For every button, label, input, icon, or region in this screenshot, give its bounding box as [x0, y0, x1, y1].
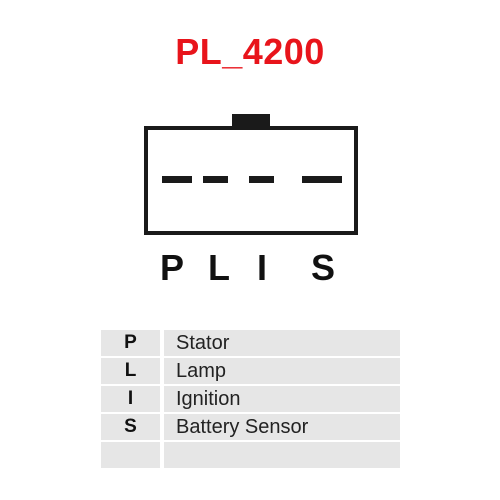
table-row: I Ignition [101, 386, 400, 412]
pin-description: Ignition [164, 386, 400, 412]
pin-label-s: S [310, 247, 336, 288]
pin-code [101, 442, 160, 468]
pin-code: I [101, 386, 160, 412]
table-row: P Stator [101, 330, 400, 356]
pin-slot-i [249, 176, 274, 183]
pin-description [164, 442, 400, 468]
pin-description: Battery Sensor [164, 414, 400, 440]
connector-housing [144, 126, 358, 235]
connector-key-tab [232, 114, 270, 129]
pin-code: P [101, 330, 160, 356]
pin-label-l: L [208, 247, 230, 288]
pin-label-i: I [256, 247, 268, 288]
pin-slot-s [302, 176, 342, 183]
pin-code: S [101, 414, 160, 440]
table-row: S Battery Sensor [101, 414, 400, 440]
pin-description: Lamp [164, 358, 400, 384]
pin-description: Stator [164, 330, 400, 356]
pin-slot-l [203, 176, 228, 183]
pin-slot-p [162, 176, 192, 183]
table-row [101, 442, 400, 468]
diagram-title: PL_4200 [175, 31, 325, 72]
pin-table: P Stator L Lamp I Ignition S Battery Sen… [101, 330, 400, 470]
pin-code: L [101, 358, 160, 384]
pin-label-p: P [159, 247, 185, 288]
table-row: L Lamp [101, 358, 400, 384]
pin-labels: P L I S [0, 246, 500, 290]
